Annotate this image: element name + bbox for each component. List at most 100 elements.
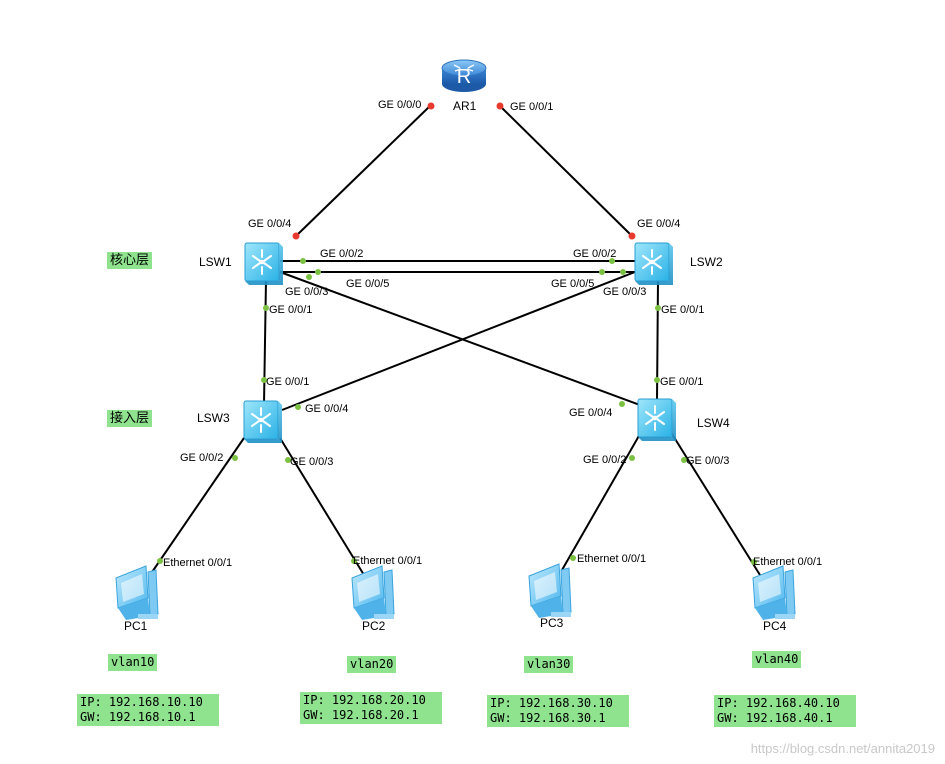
switch-icon [637,398,677,442]
gateway-address: GW: 192.168.20.1 [303,708,419,722]
port-label-lsw1-ge003: GE 0/0/3 [285,286,328,298]
link-lsw4-pc4 [671,433,761,576]
port-dot-lsw1-ge002 [300,258,306,264]
link-ar1-lsw1 [295,105,431,237]
layer-label-access: 接入层 [107,410,153,427]
gateway-address: GW: 192.168.40.1 [717,711,833,725]
port-dot-lsw2-ge001 [655,305,661,311]
device-label-lsw1: LSW1 [199,255,232,269]
port-label-lsw4-ge002: GE 0/0/2 [583,454,626,466]
pc-1[interactable] [115,565,159,621]
gateway-address: GW: 192.168.30.1 [490,711,606,725]
port-dot-lsw1-ge001 [263,305,269,311]
port-label-ar1-ge000: GE 0/0/0 [378,99,421,111]
port-dot-pc4 [751,559,757,565]
port-dot-lsw2-ge002 [609,258,615,264]
device-label-ar1: AR1 [453,99,477,113]
port-dots [157,102,757,565]
link-lsw3-pc2 [279,437,365,576]
pc-3[interactable] [528,563,572,619]
port-dot-lsw3-ge004 [295,404,301,410]
vlan-badge-pc2: vlan20 [347,656,397,673]
port-dot-lsw4-ge002 [629,455,635,461]
port-label-lsw2-ge005: GE 0/0/5 [551,278,594,290]
port-dot-lsw2-ge004 [628,232,636,240]
switch-lsw2[interactable] [634,242,674,286]
link-ar1-lsw2 [499,105,633,237]
port-label-lsw4-ge001: GE 0/0/1 [660,376,703,388]
switch-icon [244,242,284,286]
device-label-pc1: PC1 [124,619,148,633]
port-label-lsw3-ge003: GE 0/0/3 [290,456,333,468]
port-label-lsw1-ge004: GE 0/0/4 [248,218,291,230]
port-dot-lsw2-ge005 [599,269,605,275]
device-label-lsw3: LSW3 [197,411,230,425]
port-label-pc1: Ethernet 0/0/1 [163,557,232,569]
port-label-pc3: Ethernet 0/0/1 [577,553,646,565]
port-label-ar1-ge001: GE 0/0/1 [510,101,553,113]
vlan-badge-pc1: vlan10 [108,654,158,671]
port-dot-pc2 [351,558,357,564]
ip-address: IP: 192.168.20.10 [303,693,426,707]
port-dot-pc3 [570,555,576,561]
gateway-address: GW: 192.168.10.1 [80,710,196,724]
ip-address: IP: 192.168.10.10 [80,695,203,709]
port-dot-pc1 [157,558,163,564]
switch-lsw3[interactable] [243,400,283,444]
port-dot-lsw3-ge003 [285,457,291,463]
router-icon [441,59,487,93]
port-label-lsw3-ge002: GE 0/0/2 [180,452,223,464]
address-box-pc4: IP: 192.168.40.10 GW: 192.168.40.1 [714,695,856,727]
port-dot-lsw4-ge003 [681,457,687,463]
port-label-lsw2-ge001: GE 0/0/1 [661,304,704,316]
pc-2[interactable] [351,565,395,621]
address-box-pc1: IP: 192.168.10.10 GW: 192.168.10.1 [77,694,219,726]
port-dot-lsw4-ge004 [619,401,625,407]
ip-address: IP: 192.168.40.10 [717,696,840,710]
port-dot-ar1-ge001 [496,102,504,110]
device-label-pc3: PC3 [540,616,564,630]
port-label-lsw2-ge004: GE 0/0/4 [637,218,680,230]
watermark: https://blog.csdn.net/annita2019 [750,741,935,756]
port-label-lsw3-ge001: GE 0/0/1 [266,376,309,388]
port-label-pc2: Ethernet 0/0/1 [353,555,422,567]
port-dot-ar1-ge000 [427,102,435,110]
ip-address: IP: 192.168.30.10 [490,696,613,710]
link-lsw1-lsw4 [279,271,641,406]
port-label-lsw1-ge005: GE 0/0/5 [346,278,389,290]
vlan-badge-pc3: vlan30 [524,656,574,673]
port-dot-lsw2-ge003 [620,269,626,275]
vlan-badge-pc4: vlan40 [752,651,802,668]
port-label-lsw4-ge004: GE 0/0/4 [569,407,612,419]
link-lsw4-pc3 [561,433,641,571]
router-ar1[interactable] [441,59,487,93]
pc-icon [351,565,395,621]
port-dot-lsw1-ge004 [292,232,300,240]
port-dot-lsw3-ge002 [232,455,238,461]
link-lsw2-lsw3 [281,269,641,411]
device-label-lsw2: LSW2 [690,255,723,269]
address-box-pc3: IP: 192.168.30.10 GW: 192.168.30.1 [487,695,629,727]
port-dot-lsw1-ge003 [306,274,312,280]
port-dot-lsw4-ge001 [654,377,660,383]
device-label-lsw4: LSW4 [697,416,730,430]
device-label-pc2: PC2 [362,619,386,633]
switch-icon [243,400,283,444]
switch-icon [634,242,674,286]
port-label-lsw1-ge002: GE 0/0/2 [320,248,363,260]
address-box-pc2: IP: 192.168.20.10 GW: 192.168.20.1 [300,692,442,724]
link-lsw1-lsw3 [263,279,267,405]
switch-lsw4[interactable] [637,398,677,442]
port-label-lsw2-ge002: GE 0/0/2 [573,248,616,260]
link-lsw3-pc1 [149,437,245,576]
port-dot-lsw3-ge001 [261,377,267,383]
pc-icon [115,565,159,621]
switch-lsw1[interactable] [244,242,284,286]
port-label-lsw4-ge003: GE 0/0/3 [686,455,729,467]
links [149,105,761,576]
port-label-pc4: Ethernet 0/0/1 [753,556,822,568]
port-label-lsw1-ge001: GE 0/0/1 [269,304,312,316]
layer-label-core: 核心层 [107,252,153,269]
device-label-pc4: PC4 [763,619,787,633]
